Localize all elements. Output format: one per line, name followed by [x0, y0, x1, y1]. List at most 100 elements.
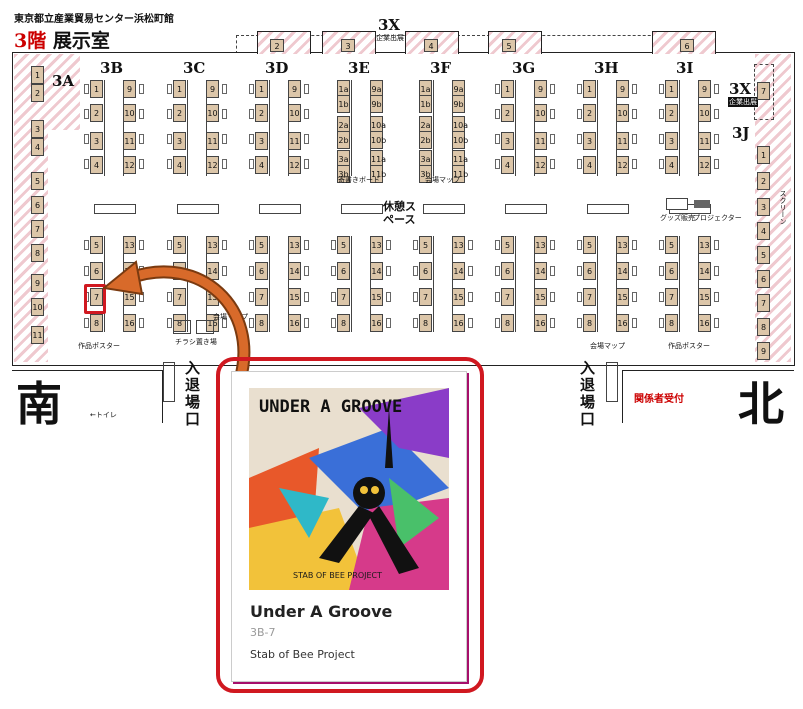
stall: 10 — [534, 104, 547, 122]
stall: 12 — [698, 156, 711, 174]
table-spine — [679, 80, 699, 176]
stall: 15 — [288, 288, 301, 306]
chair — [249, 292, 254, 302]
chair — [249, 318, 254, 328]
chair — [468, 240, 473, 250]
chair — [84, 109, 89, 119]
stall: 4 — [665, 156, 678, 174]
stall: 9 — [123, 80, 136, 98]
table-spine — [269, 236, 289, 332]
block-label-3x-top: 3X — [378, 16, 401, 34]
alcove-2 — [257, 31, 311, 54]
chair — [139, 84, 144, 94]
chair — [249, 134, 254, 144]
stall: 1 — [255, 80, 268, 98]
stall: 2 — [255, 104, 268, 122]
bench — [259, 204, 301, 214]
floor-title: 3階 展示室 — [14, 26, 110, 53]
table-spine — [433, 80, 453, 176]
stall: 9 — [616, 80, 629, 98]
bench — [423, 204, 465, 214]
chair — [577, 159, 582, 169]
chair — [84, 84, 89, 94]
table-spine — [187, 80, 207, 176]
stall: 8 — [337, 314, 350, 332]
stall: 10 — [206, 104, 219, 122]
chair — [632, 84, 637, 94]
stall: 6 — [255, 262, 268, 280]
bench — [94, 204, 136, 214]
stall: 3 — [501, 132, 514, 150]
chair — [139, 134, 144, 144]
stall: 8 — [757, 318, 770, 336]
block-label-3b: 3B — [100, 59, 124, 77]
stall: 7 — [255, 288, 268, 306]
chair — [714, 292, 719, 302]
stall: 14 — [452, 262, 465, 280]
stall: 9 — [288, 80, 301, 98]
stall: 15 — [534, 288, 547, 306]
stall: 9 — [206, 80, 219, 98]
projector-label: プロジェクター — [693, 214, 742, 222]
stall: 5 — [173, 236, 186, 254]
chair — [249, 240, 254, 250]
stall: 14 — [698, 262, 711, 280]
stall: 8 — [255, 314, 268, 332]
circle-card[interactable]: UNDER A GROOVE STAB OF BEE PROJECT — [231, 371, 467, 682]
stall: 3 — [583, 132, 596, 150]
chair — [659, 266, 664, 276]
chair — [468, 318, 473, 328]
chair — [222, 84, 227, 94]
chair — [550, 159, 555, 169]
chair — [659, 109, 664, 119]
chair — [495, 159, 500, 169]
chair — [632, 109, 637, 119]
chair — [468, 292, 473, 302]
pointer-arrow — [101, 260, 251, 387]
circle-name: Stab of Bee Project — [250, 648, 355, 661]
chair — [167, 292, 172, 302]
stall: 1 — [665, 80, 678, 98]
poster-label-right: 作品ポスター — [668, 342, 710, 350]
stall: 16 — [288, 314, 301, 332]
flyer-rack-2 — [196, 320, 214, 334]
bench — [505, 204, 547, 214]
chair — [304, 84, 309, 94]
chair — [84, 318, 89, 328]
stall: 15 — [698, 288, 711, 306]
stall: 10 — [31, 298, 44, 316]
chair — [659, 292, 664, 302]
stall: 3 — [341, 39, 355, 52]
booth-number: 3B-7 — [250, 626, 276, 639]
table-spine — [269, 80, 289, 176]
chair — [659, 84, 664, 94]
chair — [577, 109, 582, 119]
stall: 13 — [698, 236, 711, 254]
chair — [84, 159, 89, 169]
stall: 10 — [616, 104, 629, 122]
stall: 8 — [31, 244, 44, 262]
chair — [413, 240, 418, 250]
chair — [714, 159, 719, 169]
stall: 1 — [90, 80, 103, 98]
stall: 8 — [665, 314, 678, 332]
stall: 11 — [534, 132, 547, 150]
stall: 4 — [90, 156, 103, 174]
stall: 11 — [123, 132, 136, 150]
stall: 8 — [501, 314, 514, 332]
booth-highlight — [84, 284, 106, 314]
stall: 15 — [370, 288, 383, 306]
chair — [714, 266, 719, 276]
stall: 2 — [31, 84, 44, 102]
block-label-3d: 3D — [265, 59, 289, 77]
chair — [386, 292, 391, 302]
stall: 2b — [419, 131, 432, 149]
stall: 4 — [424, 39, 438, 52]
stall: 6 — [757, 270, 770, 288]
stall: 6 — [31, 196, 44, 214]
chair — [714, 84, 719, 94]
chair — [139, 240, 144, 250]
chair — [222, 240, 227, 250]
stall: 7 — [173, 288, 186, 306]
chair — [167, 318, 172, 328]
